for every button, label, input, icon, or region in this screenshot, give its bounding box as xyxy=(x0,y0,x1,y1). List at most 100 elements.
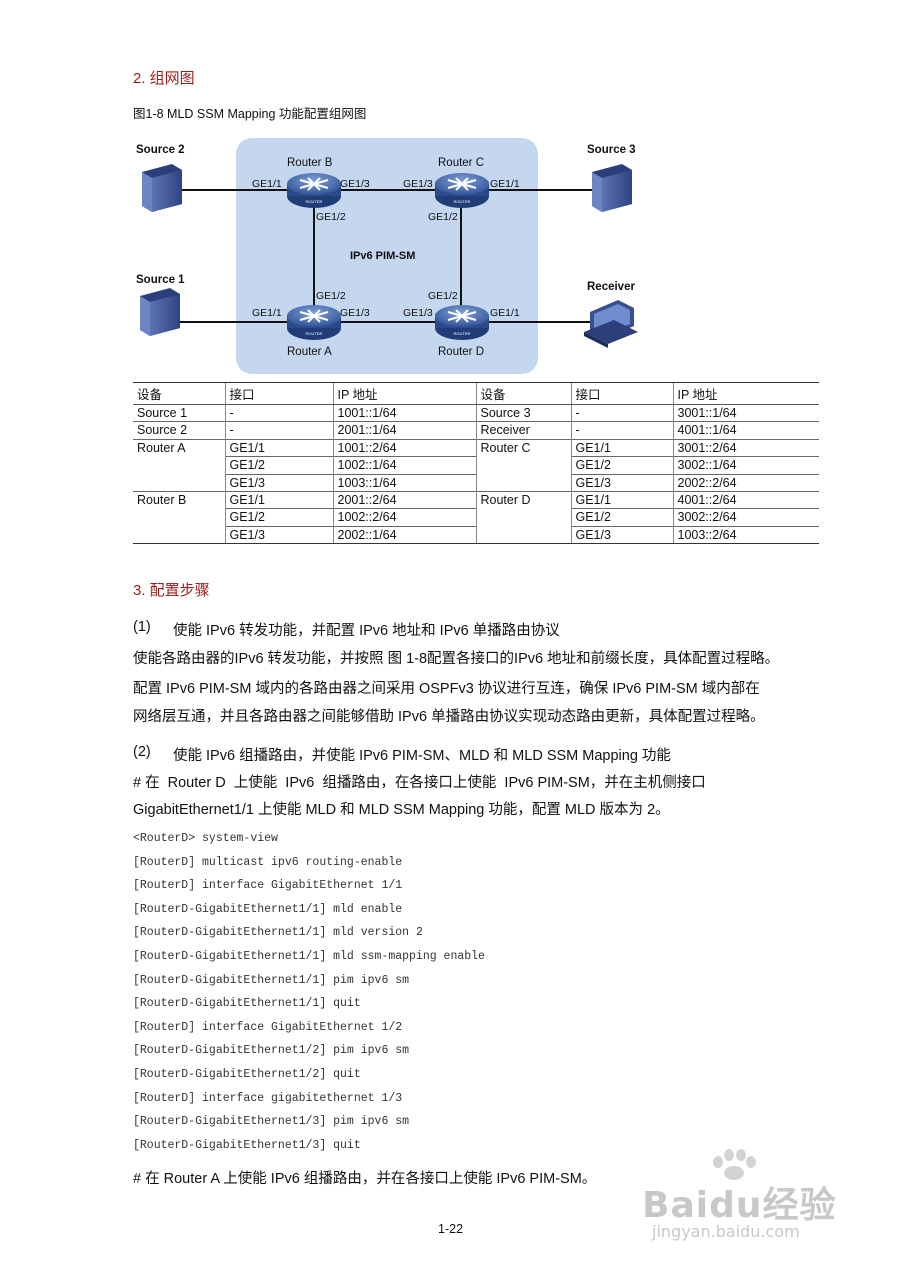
port-label: GE1/2 xyxy=(316,211,346,223)
header-cell: 设备 xyxy=(475,382,571,405)
table-header-row: 设备 接口 IP 地址 设备 接口 IP 地址 xyxy=(133,382,819,405)
code-line: <RouterD> system-view xyxy=(133,832,278,845)
table-cell: GE1/3 xyxy=(570,473,673,492)
table-cell: Receiver xyxy=(475,421,571,440)
table-cell xyxy=(133,509,225,526)
table-cell: GE1/1 xyxy=(224,491,333,509)
table-cell: 1001::2/64 xyxy=(332,438,476,457)
table-cell: Source 1 xyxy=(133,403,225,422)
source1-server-icon xyxy=(140,288,180,336)
table-cell xyxy=(475,456,571,475)
source2-server-icon xyxy=(142,164,182,212)
table-cell xyxy=(133,474,225,491)
step2-number: (2) xyxy=(133,744,151,760)
label-router-a: Router A xyxy=(287,346,332,358)
table-cell: - xyxy=(570,421,673,440)
code-line: [RouterD-GigabitEthernet1/2] pim ipv6 sm xyxy=(133,1044,410,1058)
router-c-icon: ROUTER xyxy=(435,173,489,208)
table-cell: - xyxy=(224,403,333,422)
step1-number: (1) xyxy=(133,619,151,635)
table-cell: - xyxy=(570,403,673,422)
svg-text:ROUTER: ROUTER xyxy=(306,199,323,204)
table-cell: Router C xyxy=(475,438,571,457)
port-label: GE1/2 xyxy=(316,290,346,302)
step2-text: 使能 IPv6 组播路由，并使能 IPv6 PIM-SM、MLD 和 MLD S… xyxy=(173,748,671,764)
watermark-logo: Baidu经验 xyxy=(642,1185,837,1226)
table-cell: 2001::2/64 xyxy=(332,491,476,509)
code-line: [RouterD] interface gigabitethernet 1/3 xyxy=(133,1091,403,1105)
table-cell: 1001::1/64 xyxy=(332,403,476,422)
table-cell: 3002::1/64 xyxy=(672,456,819,475)
header-cell: IP 地址 xyxy=(332,382,476,405)
router-a-icon: ROUTER xyxy=(287,305,341,340)
figure-caption: 图1-8 MLD SSM Mapping 功能配置组网图 xyxy=(133,107,367,121)
label-router-d: Router D xyxy=(438,346,484,358)
table-cell xyxy=(475,474,571,492)
port-label: GE1/3 xyxy=(340,307,370,319)
label-pim-sm: IPv6 PIM-SM xyxy=(350,250,415,262)
label-source2: Source 2 xyxy=(136,144,185,156)
table-cell: GE1/2 xyxy=(224,508,333,527)
code-line: [RouterD-GigabitEthernet1/1] quit xyxy=(133,997,361,1011)
table-cell: GE1/1 xyxy=(224,438,333,457)
network-diagram: ROUTER ROUTER ROUTER ROUTER Source 2 Sou… xyxy=(136,138,638,374)
port-label: GE1/3 xyxy=(340,178,370,190)
paragraph-routera: # 在 Router A 上使能 IPv6 组播路由，并在各接口上使能 IPv6… xyxy=(133,1171,597,1187)
table-cell: - xyxy=(224,421,333,440)
code-line: [RouterD-GigabitEthernet1/3] pim ipv6 sm xyxy=(133,1115,410,1129)
router-d-icon: ROUTER xyxy=(435,305,489,340)
port-label: GE1/1 xyxy=(252,178,282,190)
table-cell: 2002::1/64 xyxy=(332,525,476,545)
source3-server-icon xyxy=(592,164,632,212)
code-line: [RouterD] multicast ipv6 routing-enable xyxy=(133,855,403,869)
table-cell: Router A xyxy=(133,438,225,457)
table-cell xyxy=(133,457,225,474)
paragraph-routerd-line2: GigabitEthernet1/1 上使能 MLD 和 MLD SSM Map… xyxy=(133,802,670,818)
label-source3: Source 3 xyxy=(587,144,636,156)
svg-text:ROUTER: ROUTER xyxy=(454,331,471,336)
code-line: [RouterD-GigabitEthernet1/1] mld enable xyxy=(133,902,403,916)
port-labels: GE1/1 GE1/3 GE1/2 GE1/3 GE1/1 GE1/2 GE1/… xyxy=(252,178,520,319)
table-cell: 4001::2/64 xyxy=(672,491,819,509)
label-router-b: Router B xyxy=(287,157,333,169)
table-cell: Router D xyxy=(475,491,571,509)
paragraph-forwarding: 使能各路由器的IPv6 转发功能，并按照 图 1-8配置各接口的IPv6 地址和… xyxy=(133,651,780,667)
baidu-watermark: Baidu经验 jingyan.baidu.com xyxy=(642,1148,872,1248)
table-cell xyxy=(133,526,225,545)
ip-address-table: 设备 接口 IP 地址 设备 接口 IP 地址 Source 1-1001::1… xyxy=(133,382,819,545)
table-cell: 1003::2/64 xyxy=(672,525,819,545)
table-cell: GE1/1 xyxy=(570,438,673,457)
code-line: [RouterD-GigabitEthernet1/2] quit xyxy=(133,1068,361,1081)
table-cell: 1002::2/64 xyxy=(332,508,476,527)
router-b-icon: ROUTER xyxy=(287,173,341,208)
label-source1: Source 1 xyxy=(136,274,185,286)
table-cell: 3001::2/64 xyxy=(672,438,819,457)
table-cell: GE1/1 xyxy=(570,491,673,509)
table-cell: Router B xyxy=(133,491,225,509)
code-line: [RouterD-GigabitEthernet1/3] quit xyxy=(133,1138,361,1152)
table-cell: 4001::1/64 xyxy=(672,421,819,440)
table-cell: GE1/3 xyxy=(570,525,673,545)
links xyxy=(180,189,596,323)
receiver-pc-icon xyxy=(584,300,638,348)
table-cell xyxy=(475,508,571,527)
table-cell: Source 2 xyxy=(133,421,225,440)
header-cell: 接口 xyxy=(570,382,673,405)
port-label: GE1/3 xyxy=(403,178,433,190)
paragraph-routerd-line1: # 在 Router D 上使能 IPv6 组播路由，在各接口上使能 IPv6 … xyxy=(133,775,706,791)
port-label: GE1/1 xyxy=(490,178,520,190)
table-cell: GE1/2 xyxy=(570,456,673,475)
table-cell: Source 3 xyxy=(475,403,571,422)
port-label: GE1/1 xyxy=(252,307,282,319)
header-cell: IP 地址 xyxy=(672,382,819,405)
table-cell: 2002::2/64 xyxy=(672,473,819,492)
svg-text:ROUTER: ROUTER xyxy=(454,199,471,204)
code-line: [RouterD-GigabitEthernet1/1] mld ssm-map… xyxy=(133,950,485,963)
